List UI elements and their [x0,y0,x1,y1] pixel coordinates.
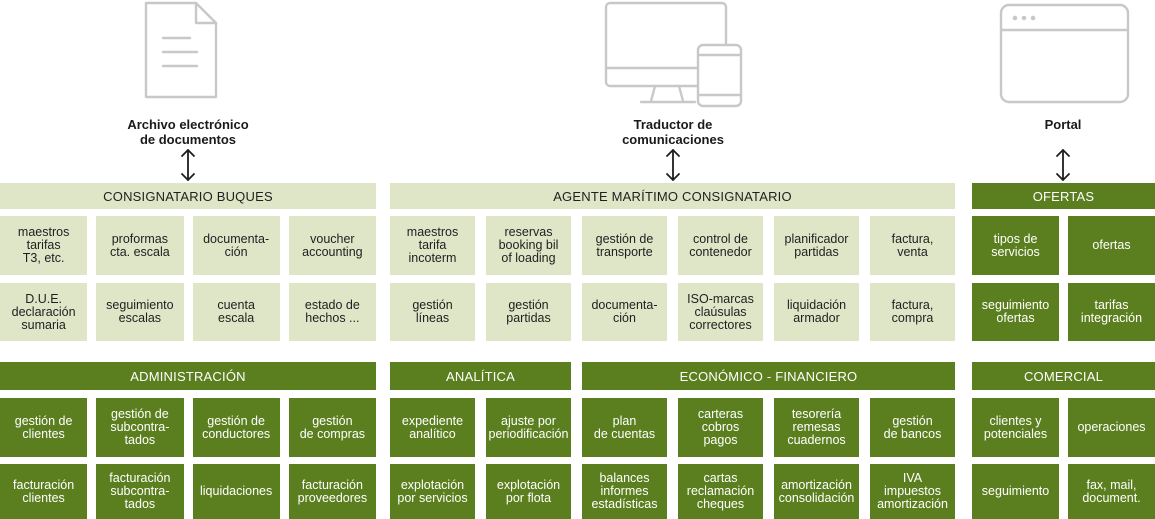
module-ofertas: ofertas [1068,216,1155,275]
desktop-mobile-icon [604,1,743,108]
module-facturacion-subcontratados: facturación subcontra- tados [96,464,184,519]
browser-window-icon [999,3,1130,104]
module-gestion-bancos: gestión de bancos [870,398,955,457]
section-header-economico-financiero: ECONÓMICO - FINANCIERO [582,362,955,390]
comercial-modules: clientes y potenciales operaciones segui… [972,398,1155,519]
module-cuenta-escala: cuenta escala [192,283,280,341]
module-seguimiento-ofertas: seguimiento ofertas [972,283,1059,341]
consignatario-buques-modules: maestros tarifas T3, etc. proformas cta.… [0,216,376,341]
module-gestion-partidas: gestión partidas [486,283,571,341]
module-maestros-tarifa-incoterm: maestros tarifa incoterm [390,216,475,275]
module-due-declaracion-sumaria: D.U.E. declaración sumaria [0,283,88,341]
module-facturacion-proveedores: facturación proveedores [288,464,376,519]
module-planificador-partidas: planificador partidas [774,216,859,275]
section-analitica: ANALÍTICA expediente analítico ajuste po… [390,362,571,519]
module-carteras-cobros-pagos: carteras cobros pagos [678,398,763,457]
module-seguimiento-comercial: seguimiento [972,464,1059,519]
module-iso-marcas: ISO-marcas claúsulas correctores [678,283,763,341]
agente-maritimo-modules: maestros tarifa incoterm reservas bookin… [390,216,955,341]
module-clientes-potenciales: clientes y potenciales [972,398,1059,457]
module-explotacion-servicios: explotación por servicios [390,464,475,519]
module-tarifas-integracion: tarifas integración [1068,283,1155,341]
module-proformas-cta-escala: proformas cta. escala [96,216,184,275]
module-voucher-accounting: voucher accounting [288,216,376,275]
module-estado-de-hechos: estado de hechos ... [288,283,376,341]
connector-label-portal: Portal [1044,117,1082,132]
module-tesoreria-remesas: tesorería remesas cuadernos [774,398,859,457]
module-reservas-booking: reservas booking bil of loading [486,216,571,275]
section-agente-maritimo: AGENTE MARÍTIMO CONSIGNATARIO maestros t… [390,183,955,341]
module-gestion-transporte: gestión de transporte [582,216,667,275]
module-gestion-clientes: gestión de clientes [0,398,88,457]
section-header-ofertas: OFERTAS [972,183,1155,209]
module-ajuste-periodificacion: ajuste por periodificación [486,398,571,457]
economico-financiero-modules: plan de cuentas carteras cobros pagos te… [582,398,955,519]
section-administracion: ADMINISTRACIÓN gestión de clientes gesti… [0,362,376,519]
module-expediente-analitico: expediente analítico [390,398,475,457]
module-liquidacion-armador: liquidación armador [774,283,859,341]
section-comercial: COMERCIAL clientes y potenciales operaci… [972,362,1155,519]
module-operaciones: operaciones [1068,398,1155,457]
document-icon [144,1,218,99]
section-consignatario-buques: CONSIGNATARIO BUQUES maestros tarifas T3… [0,183,376,341]
module-control-contenedor: control de contenedor [678,216,763,275]
section-header-analitica: ANALÍTICA [390,362,571,390]
analitica-modules: expediente analítico ajuste por periodif… [390,398,571,519]
module-documentacion-agente: documenta- ción [582,283,667,341]
module-fax-mail-document: fax, mail, document. [1068,464,1155,519]
ofertas-modules: tipos de servicios ofertas seguimiento o… [972,216,1155,341]
module-factura-venta: factura, venta [870,216,955,275]
section-economico-financiero: ECONÓMICO - FINANCIERO plan de cuentas c… [582,362,955,519]
connector-label-traductor: Traductor de comunicaciones [622,117,724,147]
connector-label-archivo: Archivo electrónico de documentos [127,117,249,147]
section-header-consignatario-buques: CONSIGNATARIO BUQUES [0,183,376,209]
module-gestion-conductores: gestión de conductores [192,398,280,457]
module-gestion-subcontratados: gestión de subcontra- tados [96,398,184,457]
module-iva-impuestos: IVA impuestos amortización [870,464,955,519]
module-gestion-compras: gestión de compras [288,398,376,457]
module-factura-compra: factura, compra [870,283,955,341]
section-header-administracion: ADMINISTRACIÓN [0,362,376,390]
module-seguimiento-escalas: seguimiento escalas [96,283,184,341]
module-explotacion-flota: explotación por flota [486,464,571,519]
module-liquidaciones: liquidaciones [192,464,280,519]
module-facturacion-clientes: facturación clientes [0,464,88,519]
double-arrow-icon [181,149,195,181]
double-arrow-icon [666,149,680,181]
module-balances-informes: balances informes estadísticas [582,464,667,519]
module-gestion-lineas: gestión líneas [390,283,475,341]
double-arrow-icon [1056,149,1070,181]
section-header-agente-maritimo: AGENTE MARÍTIMO CONSIGNATARIO [390,183,955,209]
module-tipos-servicios: tipos de servicios [972,216,1059,275]
administracion-modules: gestión de clientes gestión de subcontra… [0,398,376,519]
section-ofertas: OFERTAS tipos de servicios ofertas segui… [972,183,1155,341]
section-header-comercial: COMERCIAL [972,362,1155,390]
module-cartas-reclamacion: cartas reclamación cheques [678,464,763,519]
module-maestros-tarifas-t3: maestros tarifas T3, etc. [0,216,88,275]
module-amortizacion-consolidacion: amortización consolidación [774,464,859,519]
module-plan-cuentas: plan de cuentas [582,398,667,457]
module-documentacion-buques: documenta- ción [192,216,280,275]
